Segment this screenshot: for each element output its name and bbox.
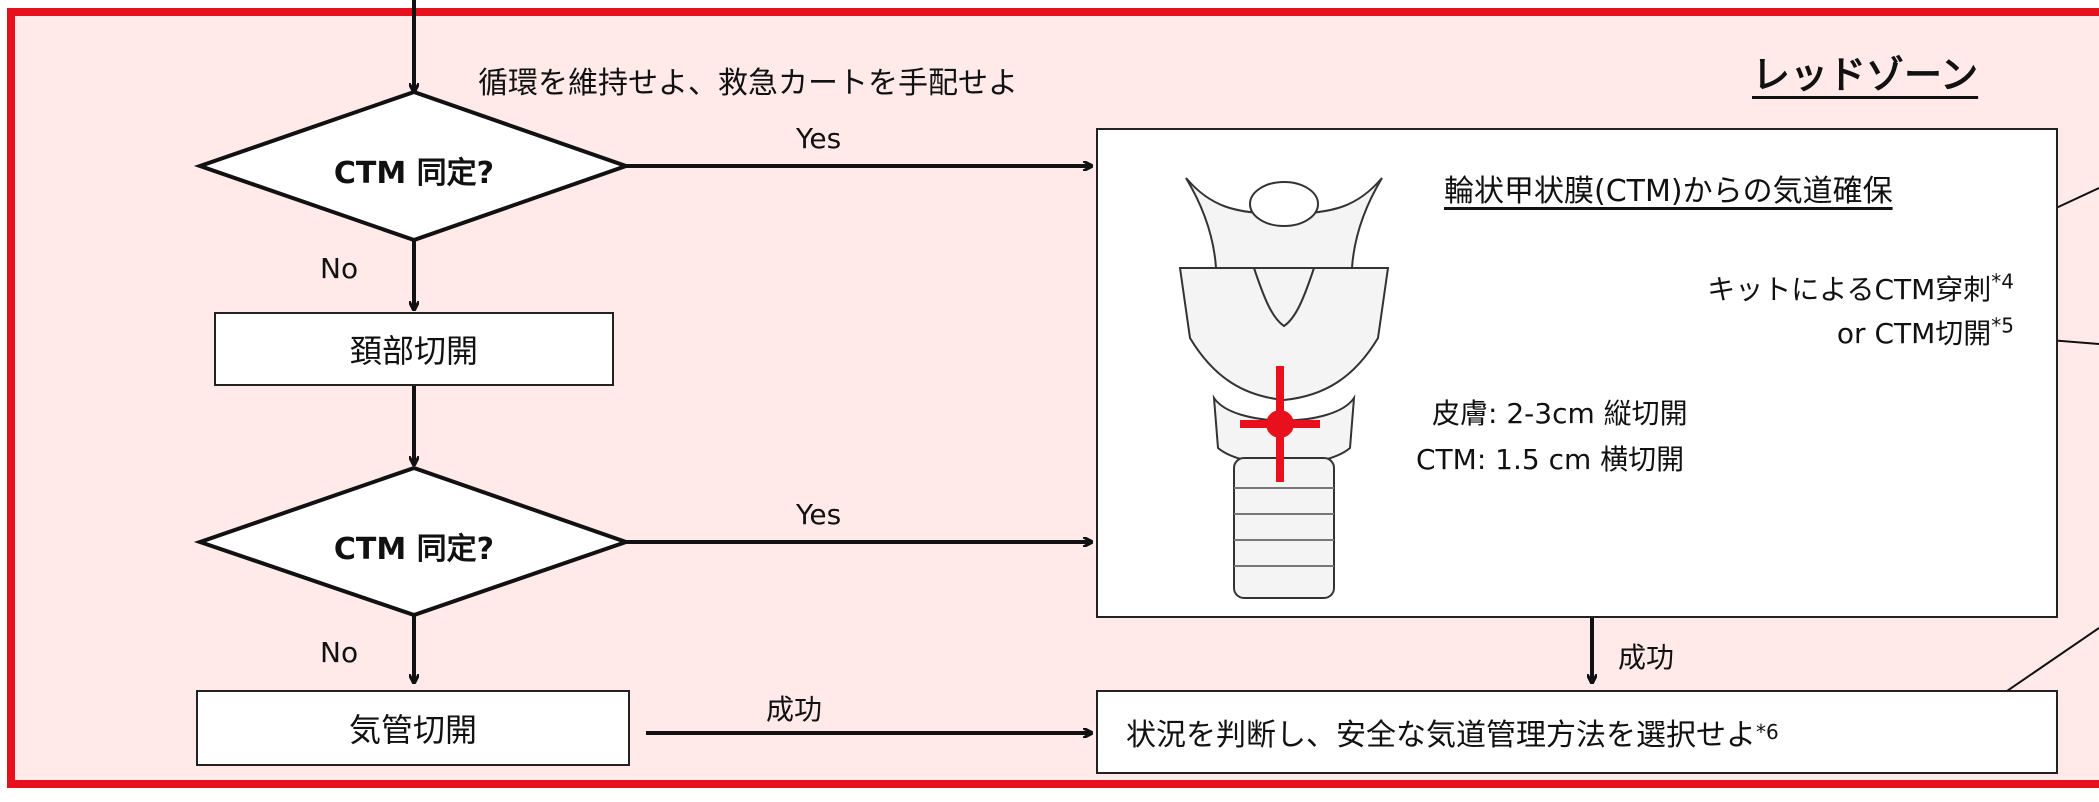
- skin-incision-text: 皮膚: 2-3cm 縦切開: [1432, 392, 1688, 432]
- decision2-yes-label: Yes: [796, 498, 841, 531]
- note-4-marker: *4: [1991, 270, 2014, 294]
- tracheotomy-success-label: 成功: [766, 688, 822, 728]
- ctm-incision-size-text: CTM: 1.5 cm 横切開: [1416, 438, 1684, 478]
- decision1-no-label: No: [320, 252, 358, 285]
- ctm-box-title: 輪状甲状膜(CTM)からの気道確保: [1444, 166, 1893, 210]
- ctm-puncture-marker: [1266, 410, 1294, 438]
- larynx-illustration: [1144, 148, 1424, 608]
- tracheotomy-label: 気管切開: [349, 705, 477, 751]
- ctm-kit-line: キットによるCTM穿刺*4: [1474, 268, 2014, 308]
- zone-title: レッドゾーン: [1752, 44, 1978, 99]
- ctm-kit-text: キットによるCTM穿刺: [1707, 273, 1991, 306]
- instruction-text: 循環を維持せよ、救急カートを手配せよ: [478, 58, 1018, 102]
- final-decision-box: 状況を判断し、安全な気道管理方法を選択せよ*6: [1096, 690, 2058, 774]
- note-6-marker: *6: [1756, 720, 1779, 744]
- neck-incision-box: 頚部切開: [214, 312, 614, 386]
- note-5-marker: *5: [1991, 314, 2014, 338]
- final-decision-text: 状況を判断し、安全な気道管理方法を選択せよ: [1126, 710, 1756, 754]
- decision2-label: CTM 同定?: [300, 524, 528, 568]
- neck-incision-label: 頚部切開: [350, 326, 478, 372]
- ctm-incision-text: or CTM切開: [1837, 317, 1991, 350]
- decision1-yes-label: Yes: [796, 122, 841, 155]
- tracheotomy-box: 気管切開: [196, 690, 630, 766]
- ctm-success-label: 成功: [1618, 636, 1674, 676]
- ctm-airway-box: 輪状甲状膜(CTM)からの気道確保 キットによるCTM穿刺*4 or CTM切開…: [1096, 128, 2058, 618]
- decision1-label: CTM 同定?: [300, 148, 528, 192]
- ctm-incision-line: or CTM切開*5: [1474, 312, 2014, 352]
- hyoid-shape: [1250, 182, 1318, 226]
- decision2-no-label: No: [320, 636, 358, 669]
